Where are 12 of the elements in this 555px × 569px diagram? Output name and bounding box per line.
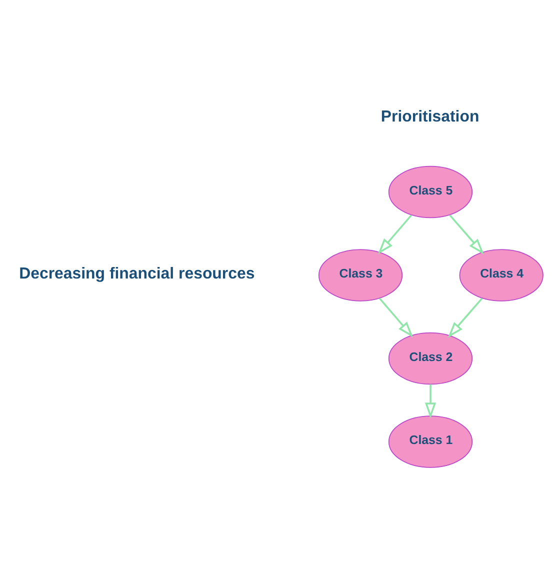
node-ellipse: Class 3 (318, 248, 403, 301)
node-ellipse: Class 1 (388, 415, 473, 468)
arrow (378, 214, 412, 254)
node-ellipse: Class 2 (388, 332, 473, 384)
label: Prioritisation (380, 108, 480, 125)
arrow (424, 384, 436, 418)
node-ellipse: Class 4 (459, 248, 544, 301)
arrow (448, 297, 483, 338)
arrow (449, 214, 484, 254)
label: Decreasing financial resources (19, 264, 255, 282)
arrow (378, 297, 414, 337)
node-ellipse: Class 5 (388, 165, 473, 218)
